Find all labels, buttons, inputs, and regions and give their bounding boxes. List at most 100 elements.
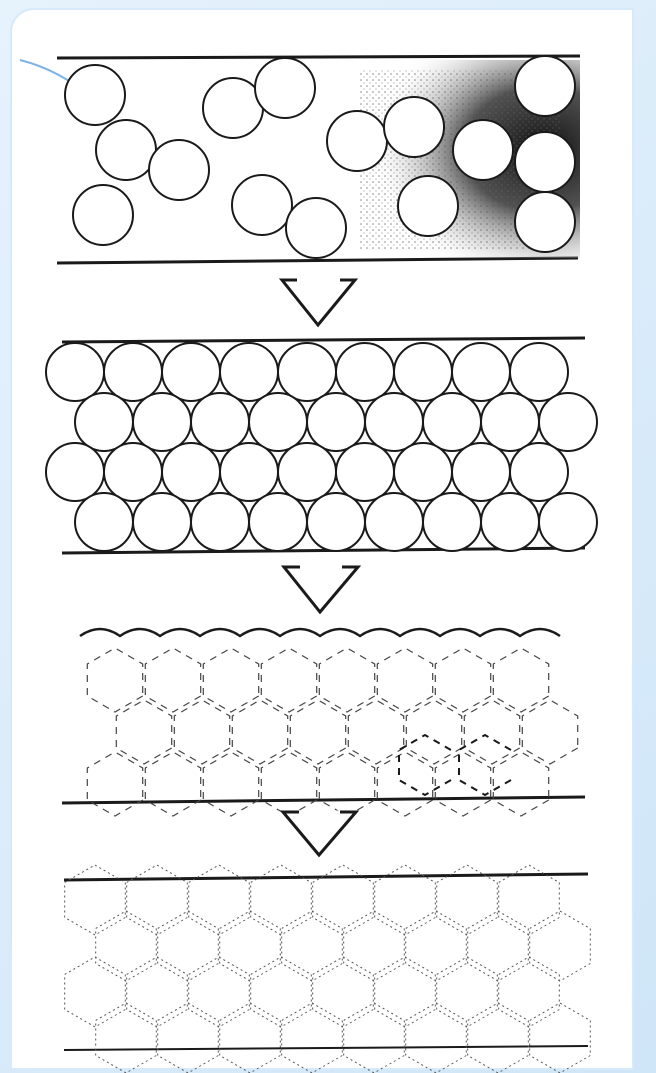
dry-foam-cell <box>344 911 405 981</box>
stage-3-draining-foam <box>62 629 585 816</box>
packed-sphere <box>539 393 597 451</box>
packed-sphere <box>423 393 481 451</box>
sphere <box>515 192 575 252</box>
packed-sphere <box>452 443 510 501</box>
sphere <box>453 120 513 180</box>
foam-cell <box>348 700 403 764</box>
dry-foam-cell <box>220 911 281 981</box>
packed-sphere <box>220 443 278 501</box>
foam-cell <box>203 752 258 816</box>
foam-cell <box>261 752 316 816</box>
sphere <box>149 140 209 200</box>
sphere <box>515 56 575 116</box>
sphere <box>96 120 156 180</box>
stage-2-close-packed <box>46 338 597 553</box>
foam-cell <box>87 752 142 816</box>
arrow-down-2 <box>284 567 358 612</box>
packed-sphere <box>46 343 104 401</box>
packed-sphere <box>481 393 539 451</box>
packed-sphere <box>307 493 365 551</box>
packed-sphere <box>220 343 278 401</box>
packed-sphere <box>336 343 394 401</box>
packed-sphere <box>191 493 249 551</box>
arrow-down-1 <box>282 280 355 325</box>
dry-foam-cell <box>530 1003 591 1073</box>
sphere <box>73 185 133 245</box>
stage-1-loose-spheres <box>57 56 580 263</box>
packed-sphere <box>249 393 307 451</box>
packed-sphere <box>75 393 133 451</box>
packed-sphere <box>249 493 307 551</box>
dry-foam-cell <box>375 957 436 1027</box>
packed-sphere <box>133 493 191 551</box>
stage-4-dry-foam <box>64 865 590 1073</box>
sphere <box>232 175 292 235</box>
dry-foam-cell <box>437 957 498 1027</box>
sphere <box>384 97 444 157</box>
packed-sphere <box>423 493 481 551</box>
dry-foam-cell <box>127 957 188 1027</box>
foam-cell <box>203 648 258 712</box>
foam-cell <box>116 700 171 764</box>
dry-foam-cell <box>96 911 157 981</box>
sphere <box>65 65 125 125</box>
dry-foam-cell <box>468 911 529 981</box>
packed-sphere <box>278 443 336 501</box>
foam-cell <box>464 700 519 764</box>
foam-cell <box>232 700 287 764</box>
dry-foam-cell <box>344 1003 405 1073</box>
packed-sphere <box>452 343 510 401</box>
dry-foam-cell <box>96 1003 157 1073</box>
sphere <box>398 176 458 236</box>
dry-foam-cell <box>313 957 374 1027</box>
dry-foam-cell <box>65 865 126 935</box>
foam-cell <box>145 648 200 712</box>
sphere <box>203 78 263 138</box>
packed-sphere <box>365 393 423 451</box>
packed-sphere <box>278 343 336 401</box>
foam-cell <box>174 700 229 764</box>
dry-foam-cell <box>282 1003 343 1073</box>
arrow-down-3 <box>283 812 356 855</box>
dry-foam-cell <box>251 865 312 935</box>
dry-foam-cell <box>406 911 467 981</box>
dry-foam-cell <box>158 911 219 981</box>
packed-sphere <box>365 493 423 551</box>
packed-sphere <box>510 443 568 501</box>
foam-cell <box>435 752 490 816</box>
dry-foam-cell <box>189 957 250 1027</box>
packed-sphere <box>191 393 249 451</box>
foam-cell <box>261 648 316 712</box>
dry-foam-cell <box>189 865 250 935</box>
foam-cell <box>319 648 374 712</box>
packed-sphere <box>133 393 191 451</box>
dry-foam-cell <box>468 1003 529 1073</box>
packed-sphere <box>162 343 220 401</box>
dry-foam-cell <box>127 865 188 935</box>
foam-cell <box>145 752 200 816</box>
sphere <box>327 111 387 171</box>
packed-sphere <box>104 343 162 401</box>
dry-foam-cell <box>530 911 591 981</box>
sphere <box>515 132 575 192</box>
packed-sphere <box>394 343 452 401</box>
dry-foam-cell <box>499 957 560 1027</box>
sphere <box>286 198 346 258</box>
packed-sphere <box>336 443 394 501</box>
foam-cell <box>377 648 432 712</box>
foam-cell <box>319 752 374 816</box>
foam-cell <box>493 648 548 712</box>
dry-foam-cell <box>282 911 343 981</box>
packed-sphere <box>539 493 597 551</box>
foam-cell <box>290 700 345 764</box>
foam-cell <box>493 752 548 816</box>
packed-sphere <box>104 443 162 501</box>
packed-sphere <box>162 443 220 501</box>
packed-sphere <box>510 343 568 401</box>
foam-cell-solid <box>459 735 511 795</box>
foam-cell <box>435 648 490 712</box>
foam-cell <box>87 648 142 712</box>
packed-sphere <box>481 493 539 551</box>
dry-foam-cell <box>158 1003 219 1073</box>
